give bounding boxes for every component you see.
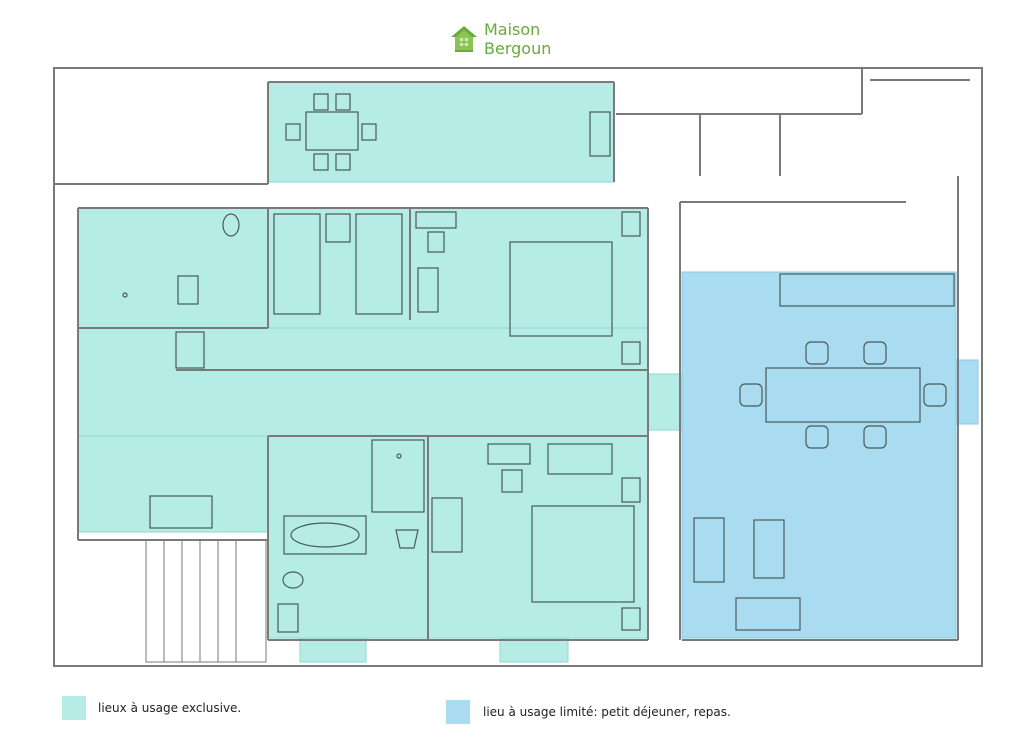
desk (415, 211, 457, 229)
nightstand (621, 211, 641, 237)
brand-line1: Maison (484, 20, 541, 39)
legend-swatch-exclusive (62, 696, 86, 720)
washbasin (395, 529, 419, 549)
limited-zone (681, 271, 979, 639)
single-bed (355, 213, 403, 315)
brand-name: Maison Bergoun (484, 20, 551, 58)
sink (277, 603, 299, 633)
nightstand (621, 607, 641, 631)
sideboard (589, 111, 611, 157)
single-bed (273, 213, 321, 315)
chair (427, 231, 445, 253)
house-icon (451, 26, 477, 52)
sink (177, 275, 199, 305)
chair (739, 383, 763, 407)
chair (313, 153, 329, 171)
coffee-table (753, 519, 785, 579)
brand-line2: Bergoun (484, 39, 552, 58)
desk (487, 443, 531, 465)
chair (285, 123, 301, 141)
dining-table (765, 367, 921, 423)
chair (863, 341, 887, 365)
nightstand (621, 341, 641, 365)
chair (805, 425, 829, 449)
double-bed (509, 241, 613, 337)
chair (863, 425, 887, 449)
counter (779, 273, 955, 307)
bathtub (283, 515, 367, 555)
chair (923, 383, 947, 407)
nightstand (325, 213, 351, 243)
chair (361, 123, 377, 141)
sofa (547, 443, 613, 475)
cabinet (175, 331, 205, 369)
stairs (145, 539, 267, 663)
drain (396, 453, 402, 459)
dresser (431, 497, 463, 553)
chair (501, 469, 523, 493)
shower (371, 439, 425, 513)
sofa (693, 517, 725, 583)
double-bed (531, 505, 635, 603)
chair (335, 153, 351, 171)
legend-label-exclusive: lieux à usage exclusive. (98, 701, 242, 715)
nightstand (621, 477, 641, 503)
legend-swatch-limited (446, 700, 470, 724)
legend-label-limited: lieu à usage limité: petit déjeuner, rep… (483, 705, 731, 719)
dining-table-small (305, 111, 359, 151)
toilet (222, 213, 240, 237)
toilet (282, 571, 304, 589)
brand-logo: Maison Bergoun (448, 20, 551, 58)
sofa (149, 495, 213, 529)
chair (335, 93, 351, 111)
chair (805, 341, 829, 365)
walls (53, 67, 983, 667)
exclusive-zone (77, 81, 685, 663)
chair (313, 93, 329, 111)
drain (122, 292, 128, 298)
sofa (735, 597, 801, 631)
dresser (417, 267, 439, 313)
furniture (122, 93, 955, 633)
